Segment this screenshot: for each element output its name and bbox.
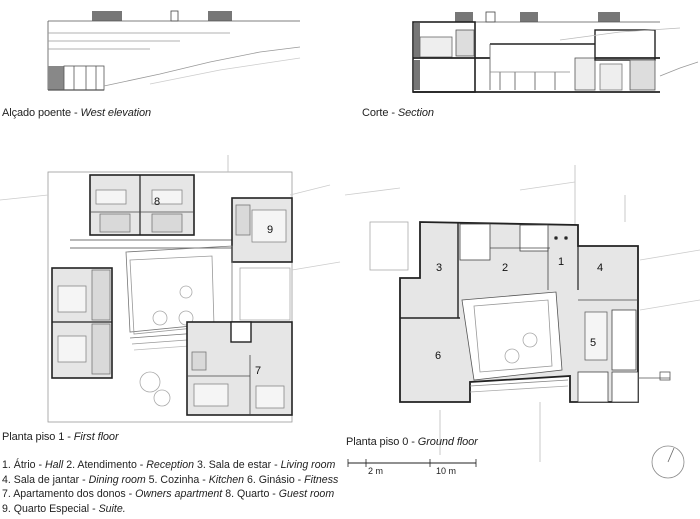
caption-en: Section xyxy=(397,107,434,119)
legend-en: Kitchen xyxy=(208,473,245,486)
caption-pt: Alçado poente - xyxy=(2,107,81,119)
west-elevation-caption: Alçado poente - West elevation xyxy=(2,107,151,119)
caption-pt: Planta piso 0 - xyxy=(346,436,418,448)
legend-pt: 8. Quarto - xyxy=(225,488,279,501)
room-number-7: 7 xyxy=(255,365,261,377)
room-number-9: 9 xyxy=(267,224,273,236)
legend-pt: 6. Ginásio - xyxy=(247,473,305,486)
caption-en: Ground floor xyxy=(417,436,478,448)
ground-floor-caption: Planta piso 0 - Ground floor xyxy=(346,436,478,448)
section-caption: Corte - Section xyxy=(362,107,434,119)
room-number-1: 1 xyxy=(558,256,564,268)
legend-en: Owners apartment xyxy=(135,488,223,501)
legend-line: 4. Sala de jantar - Dining room 5. Cozin… xyxy=(2,473,338,488)
legend-en: Guest room xyxy=(278,488,335,501)
legend-pt: 2. Atendimento - xyxy=(66,459,147,471)
legend-pt: 3. Sala de estar - xyxy=(196,459,281,471)
legend-en: Fitness xyxy=(304,473,339,486)
scale-label-2m: 2 m xyxy=(368,466,384,476)
legend-pt: 9. Quarto Especial - xyxy=(2,502,99,515)
caption-en: First floor xyxy=(73,431,119,443)
legend-pt: 4. Sala de jantar - xyxy=(2,473,89,486)
legend-pt: 7. Apartamento dos donos - xyxy=(2,488,136,501)
first-floor-caption: Planta piso 1 - First floor xyxy=(2,431,119,443)
legend-line: 1. Átrio - Hall 2. Atendimento - Recepti… xyxy=(2,458,338,473)
ground-floor-plan-drawing xyxy=(344,165,700,479)
legend-en: Dining room xyxy=(88,473,146,486)
room-number-8: 8 xyxy=(154,196,160,208)
scale-bar xyxy=(347,459,477,467)
first-floor-plan-drawing xyxy=(0,155,341,423)
scale-label-10m: 10 m xyxy=(436,466,457,476)
legend-en: Hall xyxy=(44,459,64,471)
caption-en: West elevation xyxy=(80,107,152,119)
section-drawing xyxy=(412,11,699,93)
caption-pt: Planta piso 1 - xyxy=(2,431,74,443)
legend-en: Suite. xyxy=(98,502,126,515)
legend-line: 9. Quarto Especial - Suite. xyxy=(2,502,338,517)
room-number-2: 2 xyxy=(502,262,508,274)
room-number-6: 6 xyxy=(435,350,441,362)
caption-pt: Corte - xyxy=(362,107,398,119)
legend-line: 7. Apartamento dos donos - Owners apartm… xyxy=(2,487,338,502)
west-elevation-drawing xyxy=(47,10,301,91)
legend-en: Living room xyxy=(280,459,336,471)
room-legend: 1. Átrio - Hall 2. Atendimento - Recepti… xyxy=(2,458,338,516)
legend-pt: 5. Cozinha - xyxy=(148,473,209,486)
legend-en: Reception xyxy=(146,459,194,471)
legend-pt: 1. Átrio - xyxy=(2,459,45,471)
room-number-3: 3 xyxy=(436,262,442,274)
room-number-4: 4 xyxy=(597,262,603,274)
room-number-5: 5 xyxy=(590,337,596,349)
